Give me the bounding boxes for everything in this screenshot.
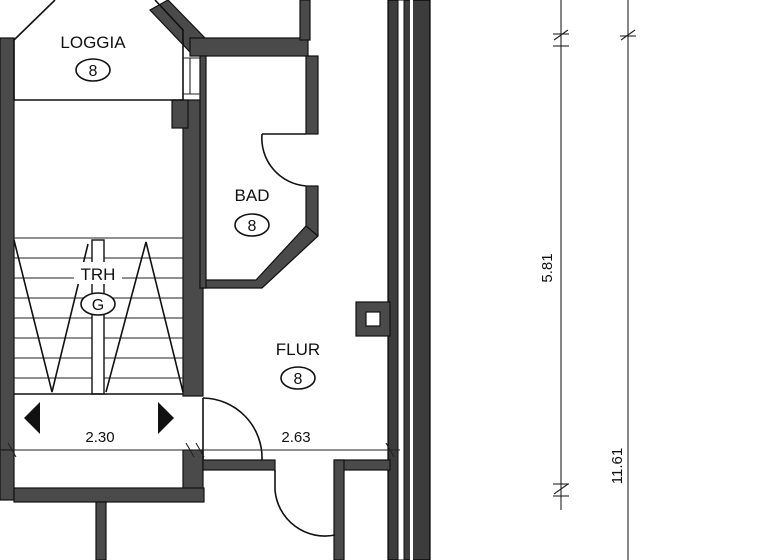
room-name-loggia: LOGGIA (60, 33, 126, 52)
loggia-left-edge (13, 0, 56, 100)
top-wall (189, 37, 309, 57)
room-code-trh: G (92, 297, 104, 314)
bad-door-swing (261, 133, 307, 187)
left-wall (0, 37, 15, 451)
lower-right-wall (333, 459, 345, 560)
dim-label-stair-width: 2.30 (85, 429, 114, 446)
bottom-horizontal-wall (13, 487, 205, 503)
room-name-trh: TRH (81, 265, 116, 284)
bottom-door-swing (274, 489, 336, 537)
room-code-bad: 8 (248, 218, 257, 235)
room-code-oval-bad (234, 213, 270, 237)
inner-height-dim-ticks (553, 29, 569, 497)
right-wall-gap (397, 0, 405, 560)
bad-right-wall-upper (305, 55, 319, 135)
room-code-oval-trh (80, 292, 116, 316)
bottom-left-wall (0, 449, 15, 501)
dim-label-flur-width: 2.63 (281, 429, 310, 446)
stair-run-right (105, 241, 184, 393)
stair-arrow-right-icon (158, 402, 174, 434)
lower-vertical-wall (95, 501, 107, 560)
room-code-oval-loggia (75, 58, 111, 82)
bad-left-wall (199, 55, 207, 289)
right-wall-gap-2 (410, 0, 413, 560)
trh-label-bg (74, 262, 122, 284)
loggia-right-edge (154, 0, 184, 100)
room-code-flur: 8 (294, 371, 303, 388)
stair-run-left (13, 239, 89, 393)
room-code-loggia: 8 (89, 63, 98, 80)
room-name-bad: BAD (235, 186, 270, 205)
dim-label-outer-height: 11.61 (609, 448, 626, 484)
room-code-oval-flur (280, 366, 316, 390)
stair-arrow-left-icon (24, 402, 40, 434)
flur-bottom-wall-left (202, 459, 276, 471)
top-right-stub (299, 0, 311, 41)
room-name-flur: FLUR (276, 340, 320, 359)
dim-label-inner-height: 5.81 (539, 253, 556, 282)
right-main-wall (387, 0, 431, 560)
shaft-opening (365, 311, 381, 327)
outer-height-dim-ticks (620, 29, 636, 41)
stair-wall-notch (171, 99, 189, 129)
flur-door-swing (202, 397, 263, 461)
horizontal-dim-ticks (7, 442, 395, 458)
